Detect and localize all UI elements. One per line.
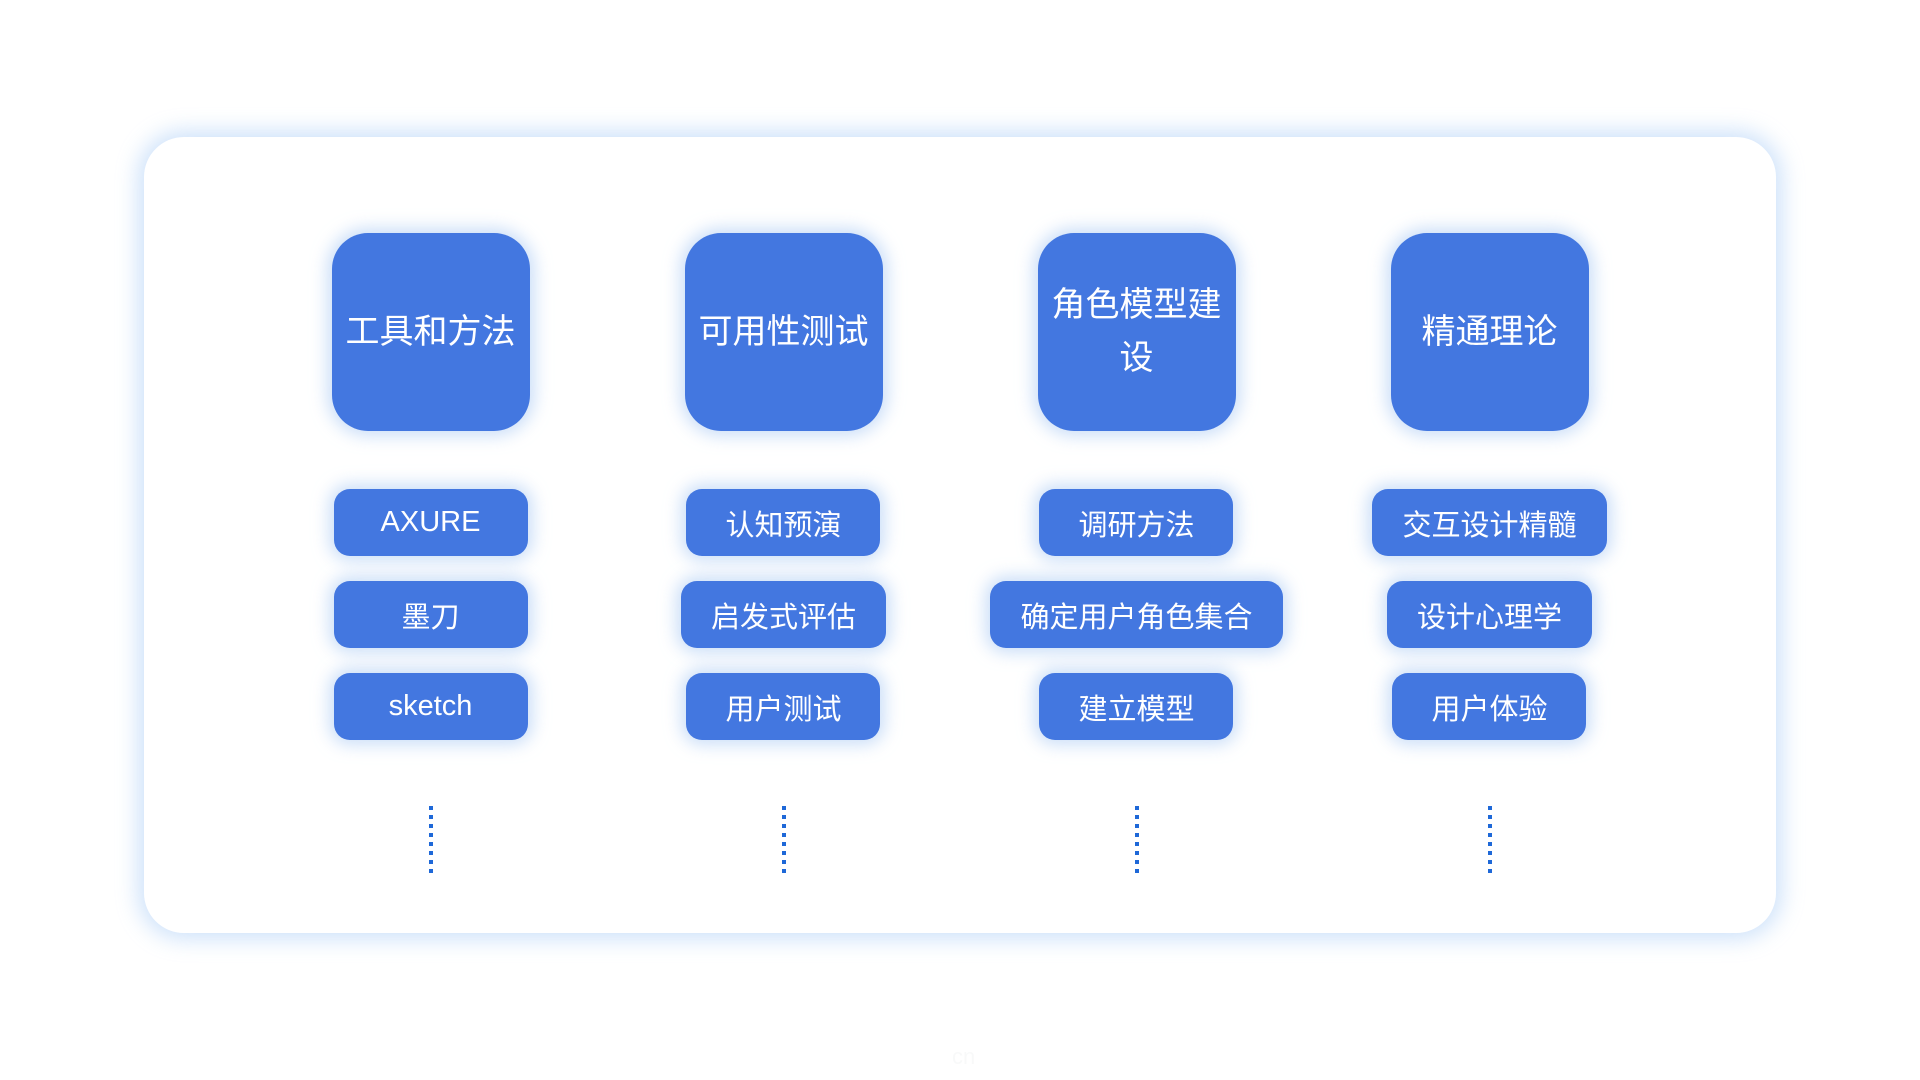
dotted-continuation-line (1487, 806, 1492, 878)
pill-group: AXURE 墨刀 sketch (333, 489, 528, 740)
column-usability-testing: 可用性测试 认知预演 启发式评估 用户测试 (607, 137, 960, 933)
pill-node-user-experience[interactable]: 用户体验 (1392, 673, 1587, 740)
pill-node-build-model[interactable]: 建立模型 (1039, 673, 1234, 740)
pill-group: 交互设计精髓 设计心理学 用户体验 (1372, 489, 1607, 740)
column-persona-model-building: 角色模型建设 调研方法 确定用户角色集合 建立模型 (960, 137, 1313, 933)
header-node-usability-testing[interactable]: 可用性测试 (684, 233, 883, 431)
pill-node-design-psychology[interactable]: 设计心理学 (1386, 581, 1592, 648)
pill-node-define-user-persona-set[interactable]: 确定用户角色集合 (990, 581, 1283, 648)
mindmap-board: 工具和方法 AXURE 墨刀 sketch 可用性测试 认知预演 启发式评估 用… (144, 137, 1776, 933)
pill-node-axure[interactable]: AXURE (333, 489, 528, 556)
pill-node-research-methods[interactable]: 调研方法 (1039, 489, 1234, 556)
column-tools-and-methods: 工具和方法 AXURE 墨刀 sketch (254, 137, 607, 933)
dotted-continuation-line (1134, 806, 1139, 878)
pill-node-cognitive-walkthrough[interactable]: 认知预演 (686, 489, 881, 556)
header-node-tools-and-methods[interactable]: 工具和方法 (331, 233, 530, 431)
pill-node-essence-of-interaction-design[interactable]: 交互设计精髓 (1372, 489, 1607, 556)
columns-wrapper: 工具和方法 AXURE 墨刀 sketch 可用性测试 认知预演 启发式评估 用… (144, 137, 1776, 933)
column-master-theory: 精通理论 交互设计精髓 设计心理学 用户体验 (1313, 137, 1666, 933)
pill-group: 认知预演 启发式评估 用户测试 (680, 489, 886, 740)
dotted-continuation-line (781, 806, 786, 878)
watermark: cn (952, 1044, 976, 1069)
pill-node-sketch[interactable]: sketch (333, 673, 528, 740)
header-node-persona-model-building[interactable]: 角色模型建设 (1037, 233, 1236, 431)
pill-node-heuristic-evaluation[interactable]: 启发式评估 (680, 581, 886, 648)
pill-group: 调研方法 确定用户角色集合 建立模型 (990, 489, 1283, 740)
pill-node-modao[interactable]: 墨刀 (333, 581, 528, 648)
pill-node-user-testing[interactable]: 用户测试 (686, 673, 881, 740)
dotted-continuation-line (428, 806, 433, 878)
header-node-master-theory[interactable]: 精通理论 (1390, 233, 1589, 431)
